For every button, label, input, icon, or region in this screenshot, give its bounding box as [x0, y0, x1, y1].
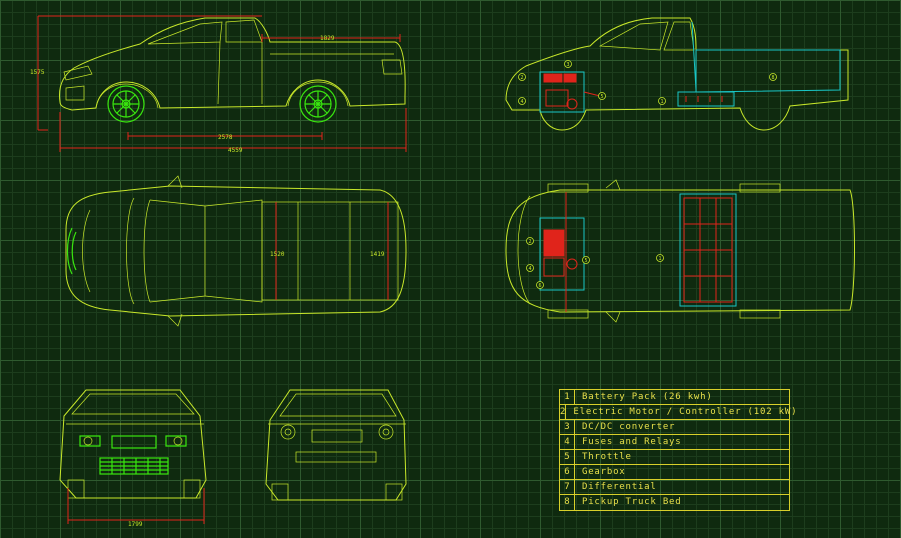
- legend-number: 2: [560, 405, 567, 419]
- svg-text:4: 4: [521, 99, 524, 105]
- legend-number: 8: [560, 495, 575, 510]
- callout-side-3: 3: [564, 60, 572, 68]
- svg-text:5: 5: [585, 258, 588, 264]
- legend-row: 3 DC/DC converter: [560, 420, 789, 435]
- svg-text:1: 1: [661, 99, 664, 105]
- callout-side-8: 8: [769, 73, 777, 81]
- legend-row: 6 Gearbox: [560, 465, 789, 480]
- callout-top-6: 6: [536, 281, 544, 289]
- svg-text:1: 1: [659, 256, 662, 262]
- side-view-ev-layout: [505, 17, 849, 131]
- legend-row: 7 Differential: [560, 480, 789, 495]
- legend-number: 6: [560, 465, 575, 479]
- side-view-pickup: [37, 15, 407, 152]
- legend-label: Throttle: [582, 452, 632, 462]
- callout-side-5: 5: [598, 92, 606, 100]
- top-view-pickup: [65, 175, 407, 327]
- legend-number: 1: [560, 390, 575, 404]
- dim-overall-width: 1799: [128, 521, 143, 528]
- legend-number: 3: [560, 420, 575, 434]
- legend-label: Fuses and Relays: [582, 437, 682, 447]
- legend-number: 7: [560, 480, 575, 494]
- legend-row: 4 Fuses and Relays: [560, 435, 789, 450]
- dim-bed-width-rear: 1419: [370, 251, 385, 258]
- legend-label: Gearbox: [582, 467, 626, 477]
- dim-overall-height: 1575: [30, 69, 45, 76]
- dim-bed-length: 1829: [320, 35, 335, 42]
- svg-text:3: 3: [567, 62, 570, 68]
- callout-side-1: 1: [658, 97, 666, 105]
- legend-label: DC/DC converter: [582, 422, 676, 432]
- legend-row: 8 Pickup Truck Bed: [560, 495, 789, 510]
- svg-text:4: 4: [529, 266, 532, 272]
- callout-top-5: 5: [582, 256, 590, 264]
- rear-view: [265, 389, 407, 501]
- legend-number: 4: [560, 435, 575, 449]
- legend-row: 5 Throttle: [560, 450, 789, 465]
- svg-text:8: 8: [772, 75, 775, 81]
- legend-label: Battery Pack (26 kwh): [582, 392, 713, 402]
- legend-row: 2 Electric Motor / Controller (102 kW): [560, 405, 796, 420]
- svg-text:2: 2: [521, 75, 524, 81]
- legend-label: Electric Motor / Controller (102 kW): [573, 407, 798, 417]
- callout-side-2: 2: [518, 73, 526, 81]
- legend-row: 1 Battery Pack (26 kwh): [560, 390, 789, 405]
- svg-text:2: 2: [529, 239, 532, 245]
- callout-top-1: 1: [656, 254, 664, 262]
- callout-top-4: 4: [526, 264, 534, 272]
- dim-overall-length: 4559: [228, 147, 243, 154]
- front-view: [59, 389, 207, 524]
- svg-text:5: 5: [601, 94, 604, 100]
- dim-wheelbase: 2578: [218, 134, 233, 141]
- callout-top-2: 2: [526, 237, 534, 245]
- callout-side-4: 4: [518, 97, 526, 105]
- svg-text:6: 6: [539, 283, 542, 289]
- legend-label: Differential: [582, 482, 657, 492]
- callout-markers: 1 2 3 4 5 8 1 2 4 5 6: [518, 60, 777, 289]
- legend-number: 5: [560, 450, 575, 464]
- dim-bed-width-front: 1520: [270, 251, 285, 258]
- component-legend: 1 Battery Pack (26 kwh) 2 Electric Motor /…: [559, 389, 796, 511]
- top-view-ev-layout: [505, 179, 855, 323]
- legend-label: Pickup Truck Bed: [582, 497, 682, 507]
